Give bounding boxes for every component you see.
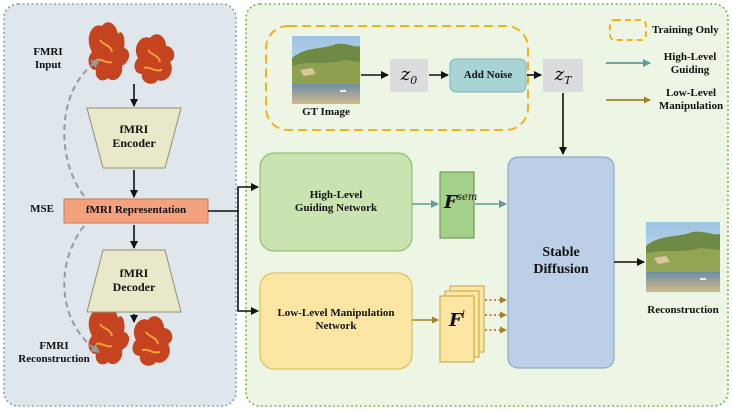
f-sem-feature-box bbox=[439, 171, 475, 239]
high-level-network-label: High-Level Guiding Network bbox=[294, 189, 378, 215]
f-l-symbol: F bbox=[449, 310, 462, 331]
reconstruction-image bbox=[646, 222, 720, 292]
fmri-decoder-label: fMRI Decoder bbox=[112, 266, 156, 295]
low-level-manipulation-network bbox=[259, 272, 413, 370]
fmri-input-label: FMRI Input bbox=[33, 46, 63, 72]
mse-label: MSE bbox=[30, 203, 54, 215]
zt-subscript: T bbox=[564, 74, 572, 87]
zt-latent-box bbox=[543, 59, 583, 92]
high-level-guiding-network bbox=[259, 152, 413, 252]
z0-symbol: z bbox=[400, 64, 411, 85]
zt-label: zT bbox=[543, 64, 583, 87]
fmri-reconstruction-label: FMRI Reconstruction bbox=[18, 340, 90, 366]
fmri-encoder-block bbox=[86, 107, 182, 169]
legend-high-level-label: High-Level Guiding bbox=[663, 51, 717, 77]
fmri-decoder-block bbox=[86, 249, 182, 313]
f-sem-label: Fsem bbox=[440, 192, 504, 214]
legend-training-only-label: Training Only bbox=[652, 24, 719, 36]
z0-subscript: 0 bbox=[410, 74, 418, 87]
z0-label: z0 bbox=[390, 64, 428, 87]
training-only-box bbox=[265, 25, 529, 131]
mse-arc-lower bbox=[63, 225, 100, 354]
zt-symbol: z bbox=[554, 64, 565, 85]
f-sem-superscript: sem bbox=[456, 192, 478, 203]
reconstruction-output-label: Reconstruction bbox=[647, 304, 719, 316]
legend-training-only-swatch bbox=[609, 19, 647, 41]
fmri-encoder-label: fMRI Encoder bbox=[112, 122, 156, 151]
low-level-network-label: Low-Level Manipulation Network bbox=[277, 307, 395, 333]
f-l-label: Fl bbox=[440, 310, 474, 332]
f-sem-symbol: F bbox=[444, 192, 457, 213]
f-l-superscript: l bbox=[461, 310, 465, 321]
f-l-feature-box bbox=[439, 295, 475, 363]
arrow-representation-to-high-level bbox=[208, 183, 259, 212]
arrow-representation-to-low-level bbox=[237, 211, 259, 315]
z0-latent-box bbox=[390, 59, 428, 92]
gt-image-label: GT Image bbox=[302, 106, 350, 118]
stable-diffusion-label: Stable Diffusion bbox=[533, 245, 589, 277]
legend-low-level-label: Low-Level Manipulation bbox=[658, 87, 724, 113]
mse-arc-upper bbox=[63, 59, 101, 197]
fmri-representation-label: fMRI Representation bbox=[85, 204, 187, 216]
add-noise-label: Add Noise bbox=[463, 69, 513, 81]
add-noise-block bbox=[449, 58, 527, 93]
gt-image bbox=[292, 36, 360, 104]
